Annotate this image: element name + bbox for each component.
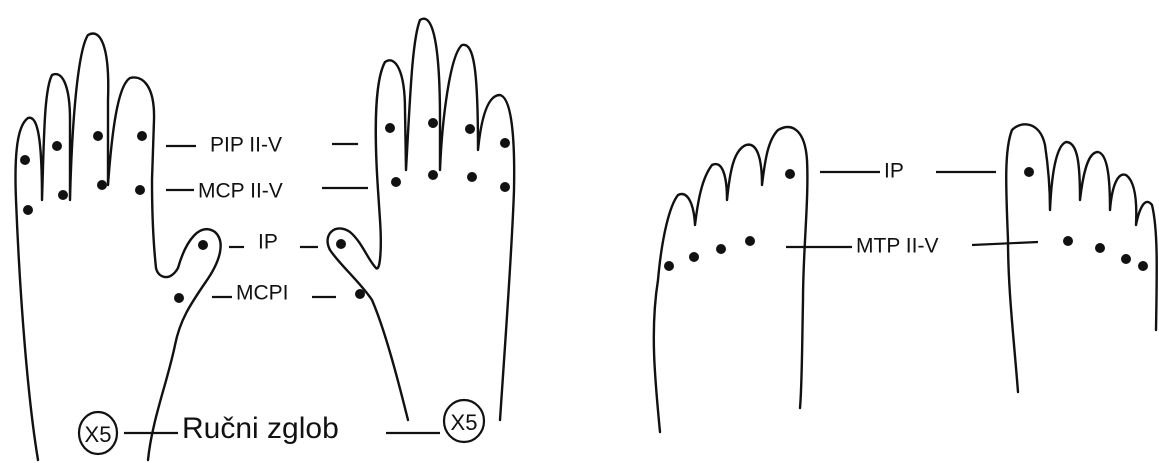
left-foot-outline: [654, 127, 808, 432]
wrist-marker-label: X5: [85, 422, 112, 447]
joint-dot: [500, 182, 510, 192]
joint-dot: [1121, 254, 1131, 264]
joint-dot: [58, 190, 68, 200]
right-hand: X5: [328, 19, 515, 442]
left-hand-fingers-outline: [16, 34, 221, 460]
joint-dot: [198, 240, 208, 250]
foot-labels: IP MTP II-V: [786, 160, 1038, 258]
joint-dot: [745, 236, 755, 246]
wrist-marker-right: X5: [444, 400, 484, 442]
joint-dot: [336, 239, 346, 249]
left-hand: X5: [16, 34, 221, 460]
joint-dot: [1138, 261, 1148, 271]
joint-dot: [500, 138, 510, 148]
right-hand-joints: [336, 118, 510, 299]
joint-dot: [428, 170, 438, 180]
joint-dot: [1063, 236, 1073, 246]
joint-dot: [355, 289, 365, 299]
right-foot-outline: [1006, 124, 1157, 392]
joint-dot: [1095, 243, 1105, 253]
joint-dot: [689, 252, 699, 262]
right-foot: [1006, 124, 1157, 392]
joint-dot: [391, 177, 401, 187]
joint-dot: [20, 155, 30, 165]
joint-dot: [97, 180, 107, 190]
joint-dot: [385, 123, 395, 133]
joint-dot: [174, 293, 184, 303]
joint-dot: [93, 131, 103, 141]
right-foot-joints: [1024, 167, 1148, 271]
joint-dot: [664, 261, 674, 271]
joint-dot: [52, 141, 62, 151]
joint-dot: [716, 244, 726, 254]
ip-label: IP: [258, 231, 278, 254]
mcpi-label: MCPI: [236, 282, 289, 305]
mcp-label: MCP II-V: [198, 180, 283, 203]
wrist-marker-label: X5: [451, 410, 478, 435]
leader-line: [972, 242, 1038, 245]
wrist-label: Ručni zglob: [182, 412, 339, 445]
joint-dot: [137, 131, 147, 141]
right-hand-fingers-outline: [328, 19, 515, 420]
joint-dot: [1024, 167, 1034, 177]
joint-dot: [428, 118, 438, 128]
pip-label: PIP II-V: [210, 134, 282, 157]
joint-dot: [467, 172, 477, 182]
left-foot: [654, 127, 808, 432]
joint-dot: [135, 185, 145, 195]
foot-ip-label: IP: [884, 160, 904, 183]
wrist-marker-left: X5: [79, 412, 117, 454]
joint-dot: [23, 205, 33, 215]
left-hand-joints: [20, 131, 208, 303]
joint-dot: [465, 124, 475, 134]
joint-dot: [785, 169, 795, 179]
mtp-label: MTP II-V: [856, 235, 938, 258]
